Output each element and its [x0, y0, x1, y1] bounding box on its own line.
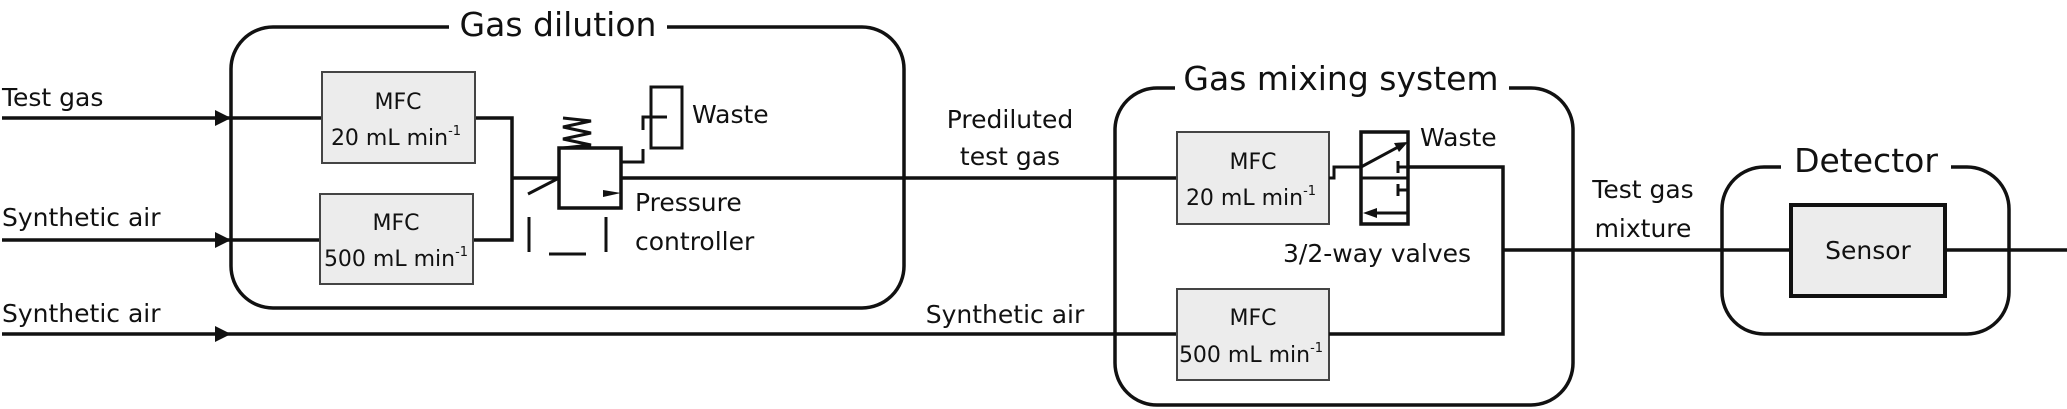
detector-title: Detector	[1794, 141, 1938, 180]
mfc-rate: 20 mL min-1	[1186, 184, 1316, 211]
mfc-name: MFC	[1230, 306, 1277, 331]
mfc-20-dilution: MFC 20 mL min-1	[321, 71, 476, 164]
valves-label: 3/2-way valves	[1283, 239, 1471, 268]
arrow-icon	[215, 110, 231, 126]
sensor-label: Sensor	[1825, 236, 1911, 265]
gas-mixing-group: Gas mixing system MFC 20 mL min-1 MFC 50…	[1113, 59, 1575, 407]
flow-arrow-icon	[603, 190, 621, 197]
input-label-synthetic-air-1: Synthetic air	[2, 203, 161, 232]
spring-icon	[562, 116, 592, 150]
mixture-label-1: Test gas	[1591, 175, 1693, 204]
mfc-20-mixing: MFC 20 mL min-1	[1176, 131, 1330, 225]
input-label-synthetic-air-2: Synthetic air	[2, 299, 161, 328]
mfc-name: MFC	[373, 211, 420, 236]
pressure-controller-label-2: controller	[635, 227, 755, 256]
gas-dilution-title: Gas dilution	[460, 5, 657, 44]
pressure-controller-label-1: Pressure	[635, 188, 742, 217]
three-two-way-valve-symbol	[1329, 130, 1410, 226]
input-test-gas: Test gas	[1, 83, 231, 126]
prediluted-label-2: test gas	[960, 142, 1060, 171]
arrow-icon	[215, 326, 231, 342]
sensor-box	[1789, 203, 1947, 298]
waste-label-dilution: Waste	[692, 100, 769, 129]
mixture-label-2: mixture	[1595, 214, 1692, 243]
input-synthetic-air-1: Synthetic air	[2, 203, 231, 248]
mfc-500-mixing: MFC 500 mL min-1	[1176, 288, 1330, 381]
mfc-name: MFC	[375, 90, 422, 115]
waste-label-mixing: Waste	[1420, 123, 1497, 152]
synthetic-air-mid-label: Synthetic air	[926, 300, 1085, 329]
mfc-500-dilution: MFC 500 mL min-1	[319, 193, 474, 285]
mfc-rate: 500 mL min-1	[324, 245, 468, 272]
mfc-rate: 20 mL min-1	[331, 124, 461, 151]
gas-dilution-group: Gas dilution MFC 20 mL min-1 MFC 500 mL …	[229, 5, 906, 310]
prediluted-label-1: Prediluted	[947, 105, 1073, 134]
input-synthetic-air-2: Synthetic air	[2, 299, 231, 342]
mfc-rate: 500 mL min-1	[1179, 341, 1323, 368]
valve-arrow-icon	[1394, 142, 1408, 152]
pressure-controller-symbol	[527, 85, 684, 256]
input-label-test-gas: Test gas	[1, 83, 103, 112]
valve-arrow-left-icon	[1363, 208, 1377, 218]
gas-mixing-title: Gas mixing system	[1183, 59, 1498, 98]
detector-group: Detector Sensor	[1720, 140, 2067, 336]
waste-container	[649, 85, 684, 150]
arrow-icon	[215, 232, 231, 248]
mfc-name: MFC	[1230, 150, 1277, 175]
